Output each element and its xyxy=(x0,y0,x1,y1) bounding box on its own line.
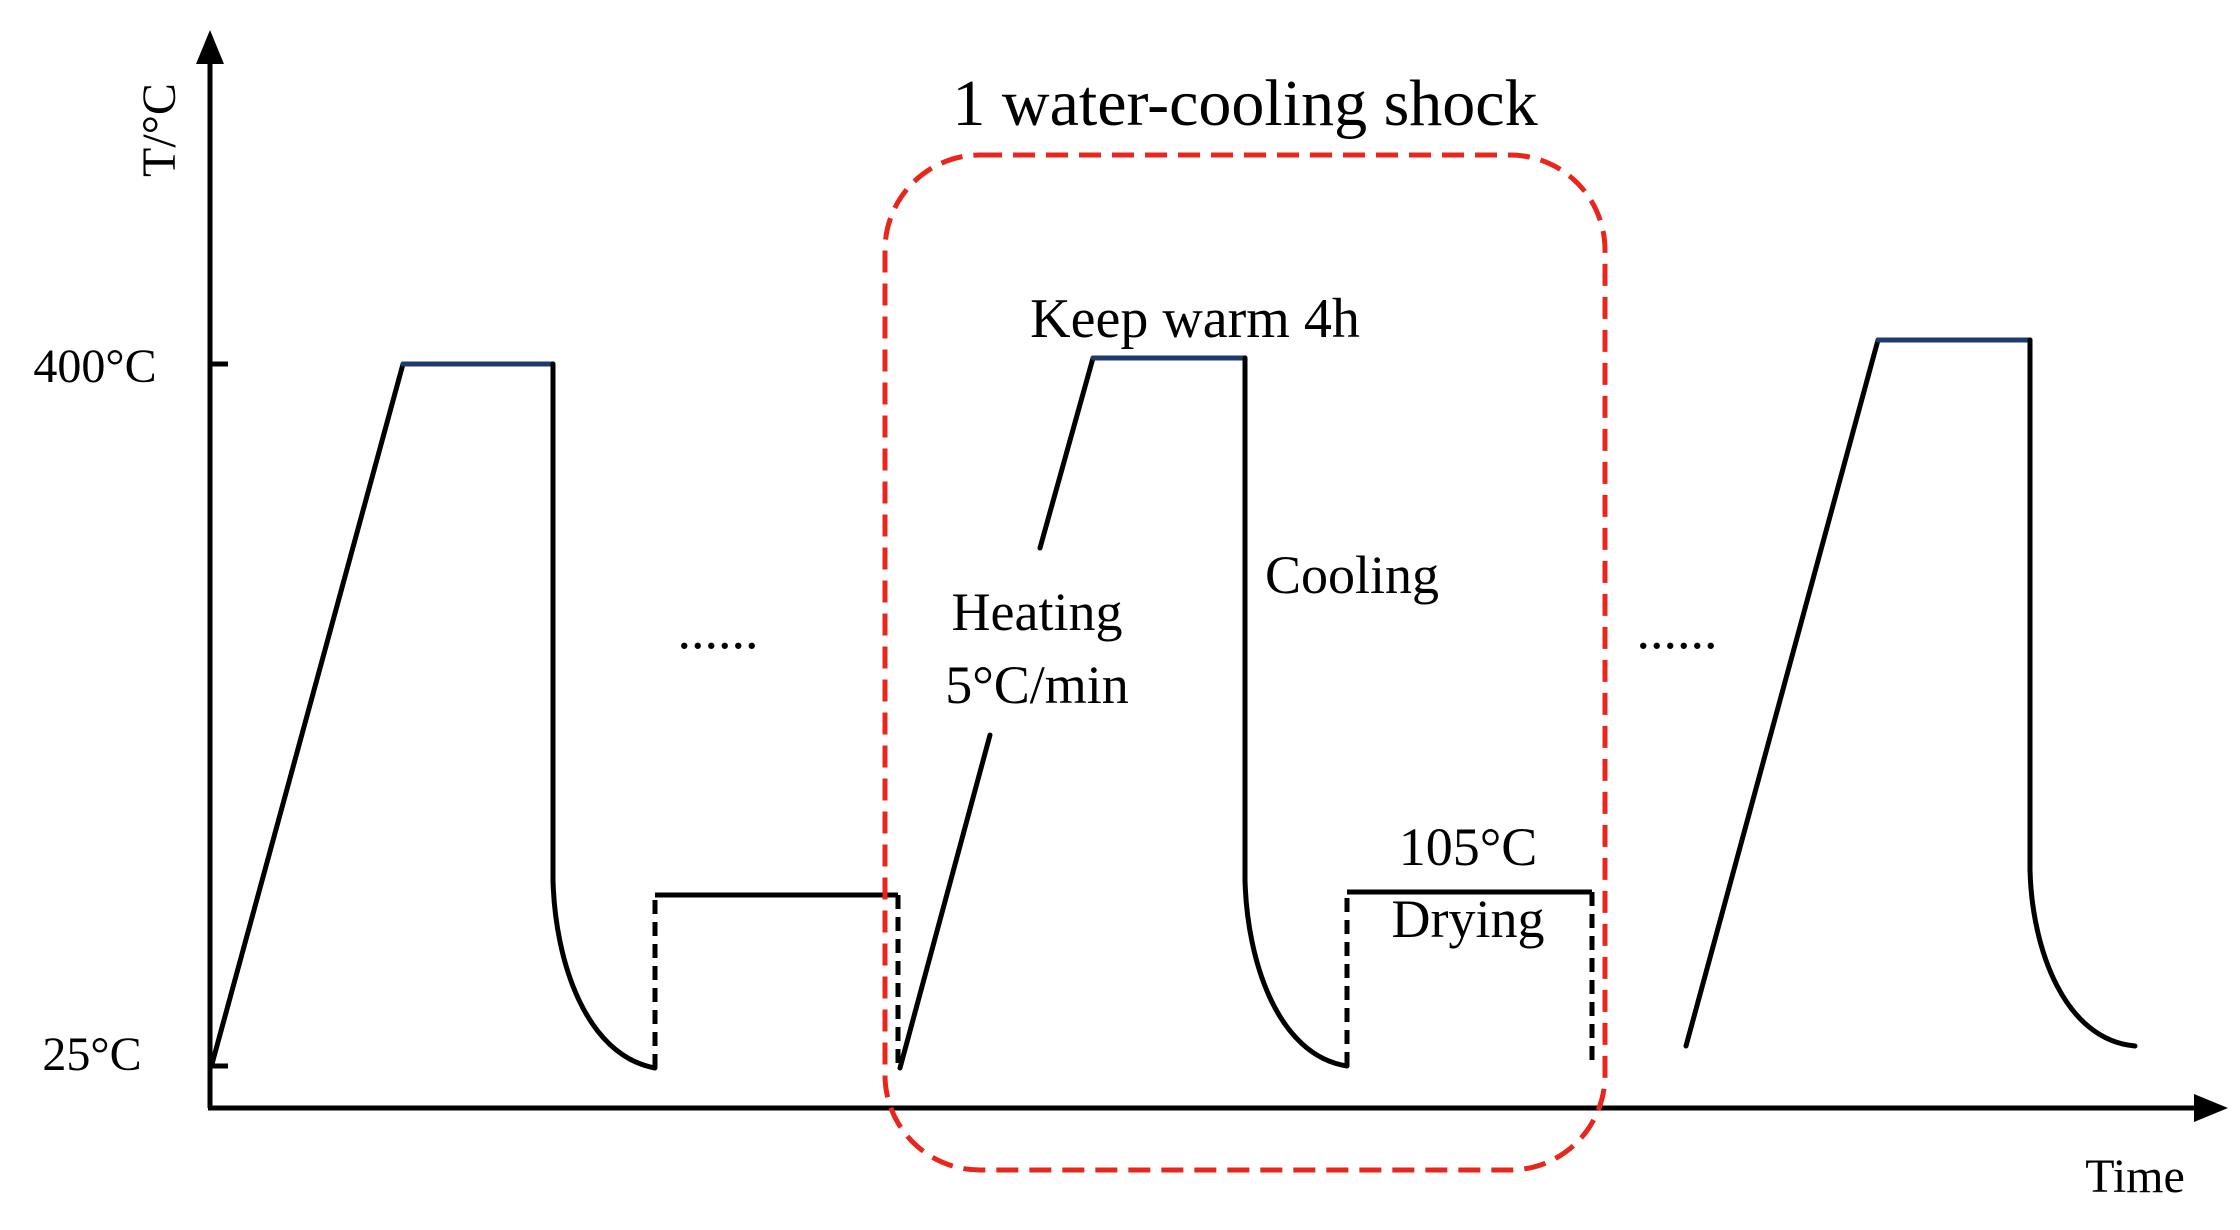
cycle-1 xyxy=(209,361,658,1071)
x-axis-arrowhead xyxy=(2194,1094,2228,1122)
heating-label: Heating xyxy=(952,582,1123,642)
y-axis-arrowhead xyxy=(196,30,224,64)
cycle-2-heating-ramp-lower xyxy=(897,732,993,1071)
drying-stage-2 xyxy=(1344,889,1595,1068)
cycle-n xyxy=(1683,337,2138,1049)
axes xyxy=(207,60,2200,1111)
tick-label-400: 400°C xyxy=(33,340,156,393)
keep-warm-label: Keep warm 4h xyxy=(1030,288,1360,350)
water-cooling-shock-highlight-box xyxy=(882,152,1608,1173)
cycle-n-cooling-curve xyxy=(2027,337,2138,1049)
cycle-2 xyxy=(897,355,1350,1071)
cycle-2-heating-ramp-upper xyxy=(1037,355,1096,551)
drying-temp-label: 105°C xyxy=(1399,817,1538,877)
drying-stage-1 xyxy=(652,892,901,1068)
tick-label-25: 25°C xyxy=(42,1028,141,1081)
cycle-1-heating-ramp xyxy=(209,361,406,1067)
diagram-title: 1 water-cooling shock xyxy=(952,67,1537,140)
y-axis-label: T/°C xyxy=(133,83,186,177)
ellipsis-left: ...... xyxy=(678,600,759,660)
drying-label: Drying xyxy=(1392,889,1545,949)
cycle-1-cooling-curve xyxy=(550,361,658,1071)
ellipsis-right: ...... xyxy=(1637,600,1718,660)
cycle-2-cooling-curve xyxy=(1242,355,1350,1069)
cooling-label: Cooling xyxy=(1265,545,1439,605)
x-axis-label: Time xyxy=(2085,1150,2185,1203)
cycle-n-heating-ramp xyxy=(1683,337,1881,1049)
heating-rate-label: 5°C/min xyxy=(945,655,1129,715)
